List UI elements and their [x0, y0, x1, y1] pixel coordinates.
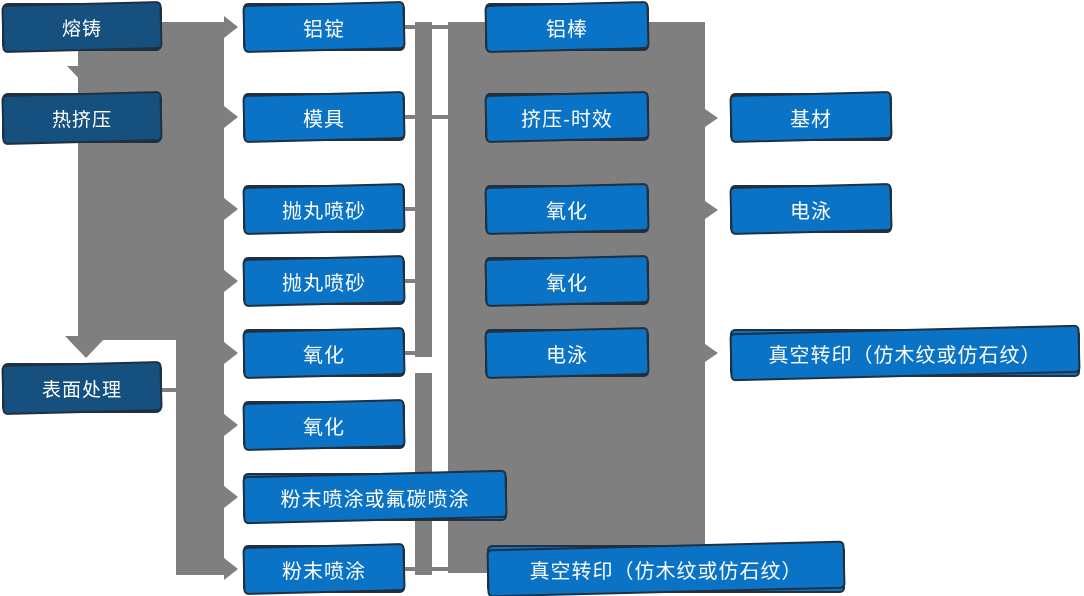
node-aluminum-rod: 铝棒	[485, 3, 649, 51]
arrow-right-to-aluminum-ingot-icon	[224, 16, 238, 38]
arrow-down-to-hot-extrusion-icon	[67, 66, 109, 88]
arrow-right-to-oxidation-1-icon	[224, 342, 238, 364]
node-surface-treatment: 表面处理	[2, 363, 162, 413]
arrow-right-to-shot-blasting-2-icon	[224, 270, 238, 292]
connector-band-surface-treatment	[176, 340, 224, 575]
connector-bar-middle-upper	[415, 22, 432, 357]
node-powder-coating: 粉末喷涂	[243, 545, 405, 593]
node-base-material: 基材	[730, 93, 892, 141]
node-hot-extrusion: 热挤压	[2, 93, 162, 143]
stub-aluminum-ingot-to-bar	[405, 25, 415, 29]
stub-shot-blasting-1-to-bar	[405, 207, 415, 211]
arrow-right-to-mold-icon	[224, 106, 238, 128]
stub-bar-to-block-bottom	[432, 567, 448, 571]
arrow-right-to-powder-fluorocarbon-icon	[224, 486, 238, 508]
node-mold: 模具	[243, 93, 405, 141]
node-electrophoresis-2: 电泳	[730, 185, 892, 233]
stub-bar-to-block-row1	[432, 25, 448, 29]
node-oxidation-1: 氧化	[243, 329, 405, 377]
arrow-right-to-shot-blasting-1-icon	[224, 198, 238, 220]
arrow-right-to-electrophoresis-icon	[705, 201, 718, 219]
node-vacuum-transfer-right: 真空转印（仿木纹或仿石纹）	[730, 329, 1080, 377]
node-shot-blasting-1: 抛丸喷砂	[243, 185, 405, 233]
arrow-right-to-vacuum-transfer-icon	[705, 344, 718, 362]
stub-powder-coating-to-bar	[405, 567, 415, 571]
stub-surface-treatment-to-band	[162, 388, 177, 392]
node-powder-or-fluorocarbon: 粉末喷涂或氟碳喷涂	[243, 473, 507, 521]
arrow-down-to-surface-treatment-icon	[65, 336, 107, 358]
node-aluminum-ingot: 铝锭	[243, 3, 405, 51]
stub-shot-blasting-2-to-bar	[405, 279, 415, 283]
node-oxidation-3: 氧化	[485, 185, 649, 233]
arrow-right-to-powder-coating-icon	[224, 558, 238, 580]
stub-bar-to-block-row2	[432, 115, 448, 119]
stub-mold-to-bar	[405, 115, 415, 119]
arrow-right-to-oxidation-2-icon	[224, 414, 238, 436]
node-melting-casting: 熔铸	[2, 3, 162, 51]
node-oxidation-2: 氧化	[243, 401, 405, 449]
arrow-right-to-base-material-icon	[705, 109, 718, 127]
stub-oxidation-1-to-bar	[405, 351, 415, 355]
node-shot-blasting-2: 抛丸喷砂	[243, 257, 405, 305]
node-electrophoresis-1: 电泳	[485, 329, 649, 377]
node-extrusion-aging: 挤压-时效	[485, 93, 649, 141]
node-vacuum-transfer-bottom: 真空转印（仿木纹或仿石纹）	[487, 545, 845, 593]
node-oxidation-4: 氧化	[485, 257, 649, 305]
